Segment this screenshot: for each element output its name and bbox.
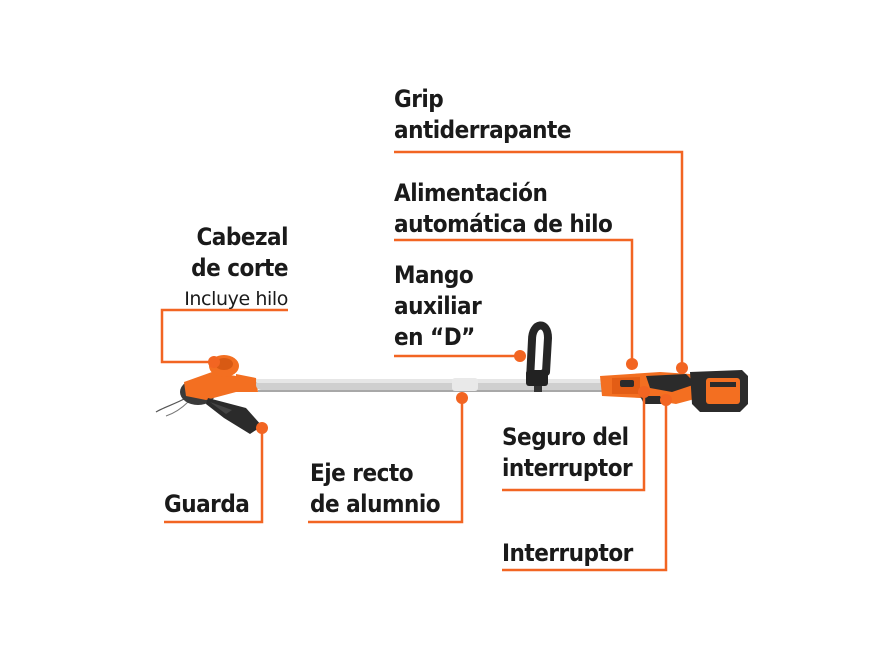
leader-interruptor [502,402,668,572]
leader-alimentacion [394,238,634,362]
label-cabezal: Cabezal de corte [191,223,288,282]
trimmer-line [165,401,189,417]
leader-guarda [164,430,264,524]
battery-slot [710,382,736,387]
string-trimmer-illustration [155,321,748,434]
leader-seguro [502,392,646,492]
label-grip: Grip antiderrapante [394,85,572,144]
dot-cabezal [208,356,220,368]
label-seguro: Seguro del interruptor [502,423,633,482]
label-mango: Mango auxiliar en “D” [394,261,482,351]
dot-grip [676,362,688,374]
guard-shape [206,398,262,434]
label-interruptor: Interruptor [502,539,633,567]
brand-badge [620,380,634,387]
label-guarda: Guarda [164,490,250,518]
shaft-joint [452,378,478,391]
label-cabezal-sub: Incluye hilo [184,288,288,310]
label-eje: Eje recto de alumnio [310,459,441,518]
leader-cabezal [160,308,288,364]
shaft-shadow [258,390,606,392]
trigger [640,396,664,404]
trimmer-line [155,397,187,413]
head-neck [236,374,258,392]
d-handle [526,321,552,384]
dot-mango [514,350,526,362]
dot-seguro [638,386,650,398]
leader-lines [160,150,684,572]
label-alimentacion: Alimentación automática de hilo [394,179,613,238]
leader-dots [208,350,688,434]
guard-highlight [210,402,232,414]
dot-eje [456,392,468,404]
leader-eje [308,398,464,524]
dot-guarda [256,422,268,434]
d-handle-clamp [526,370,548,386]
d-handle-knob [534,386,542,392]
grip-surface [646,374,696,392]
dot-interruptor [660,394,672,406]
dot-alimentacion [626,358,638,370]
leader-grip [394,150,684,366]
shaft-highlight [256,379,606,383]
cutting-head-body [184,372,236,400]
battery-face [706,378,740,404]
